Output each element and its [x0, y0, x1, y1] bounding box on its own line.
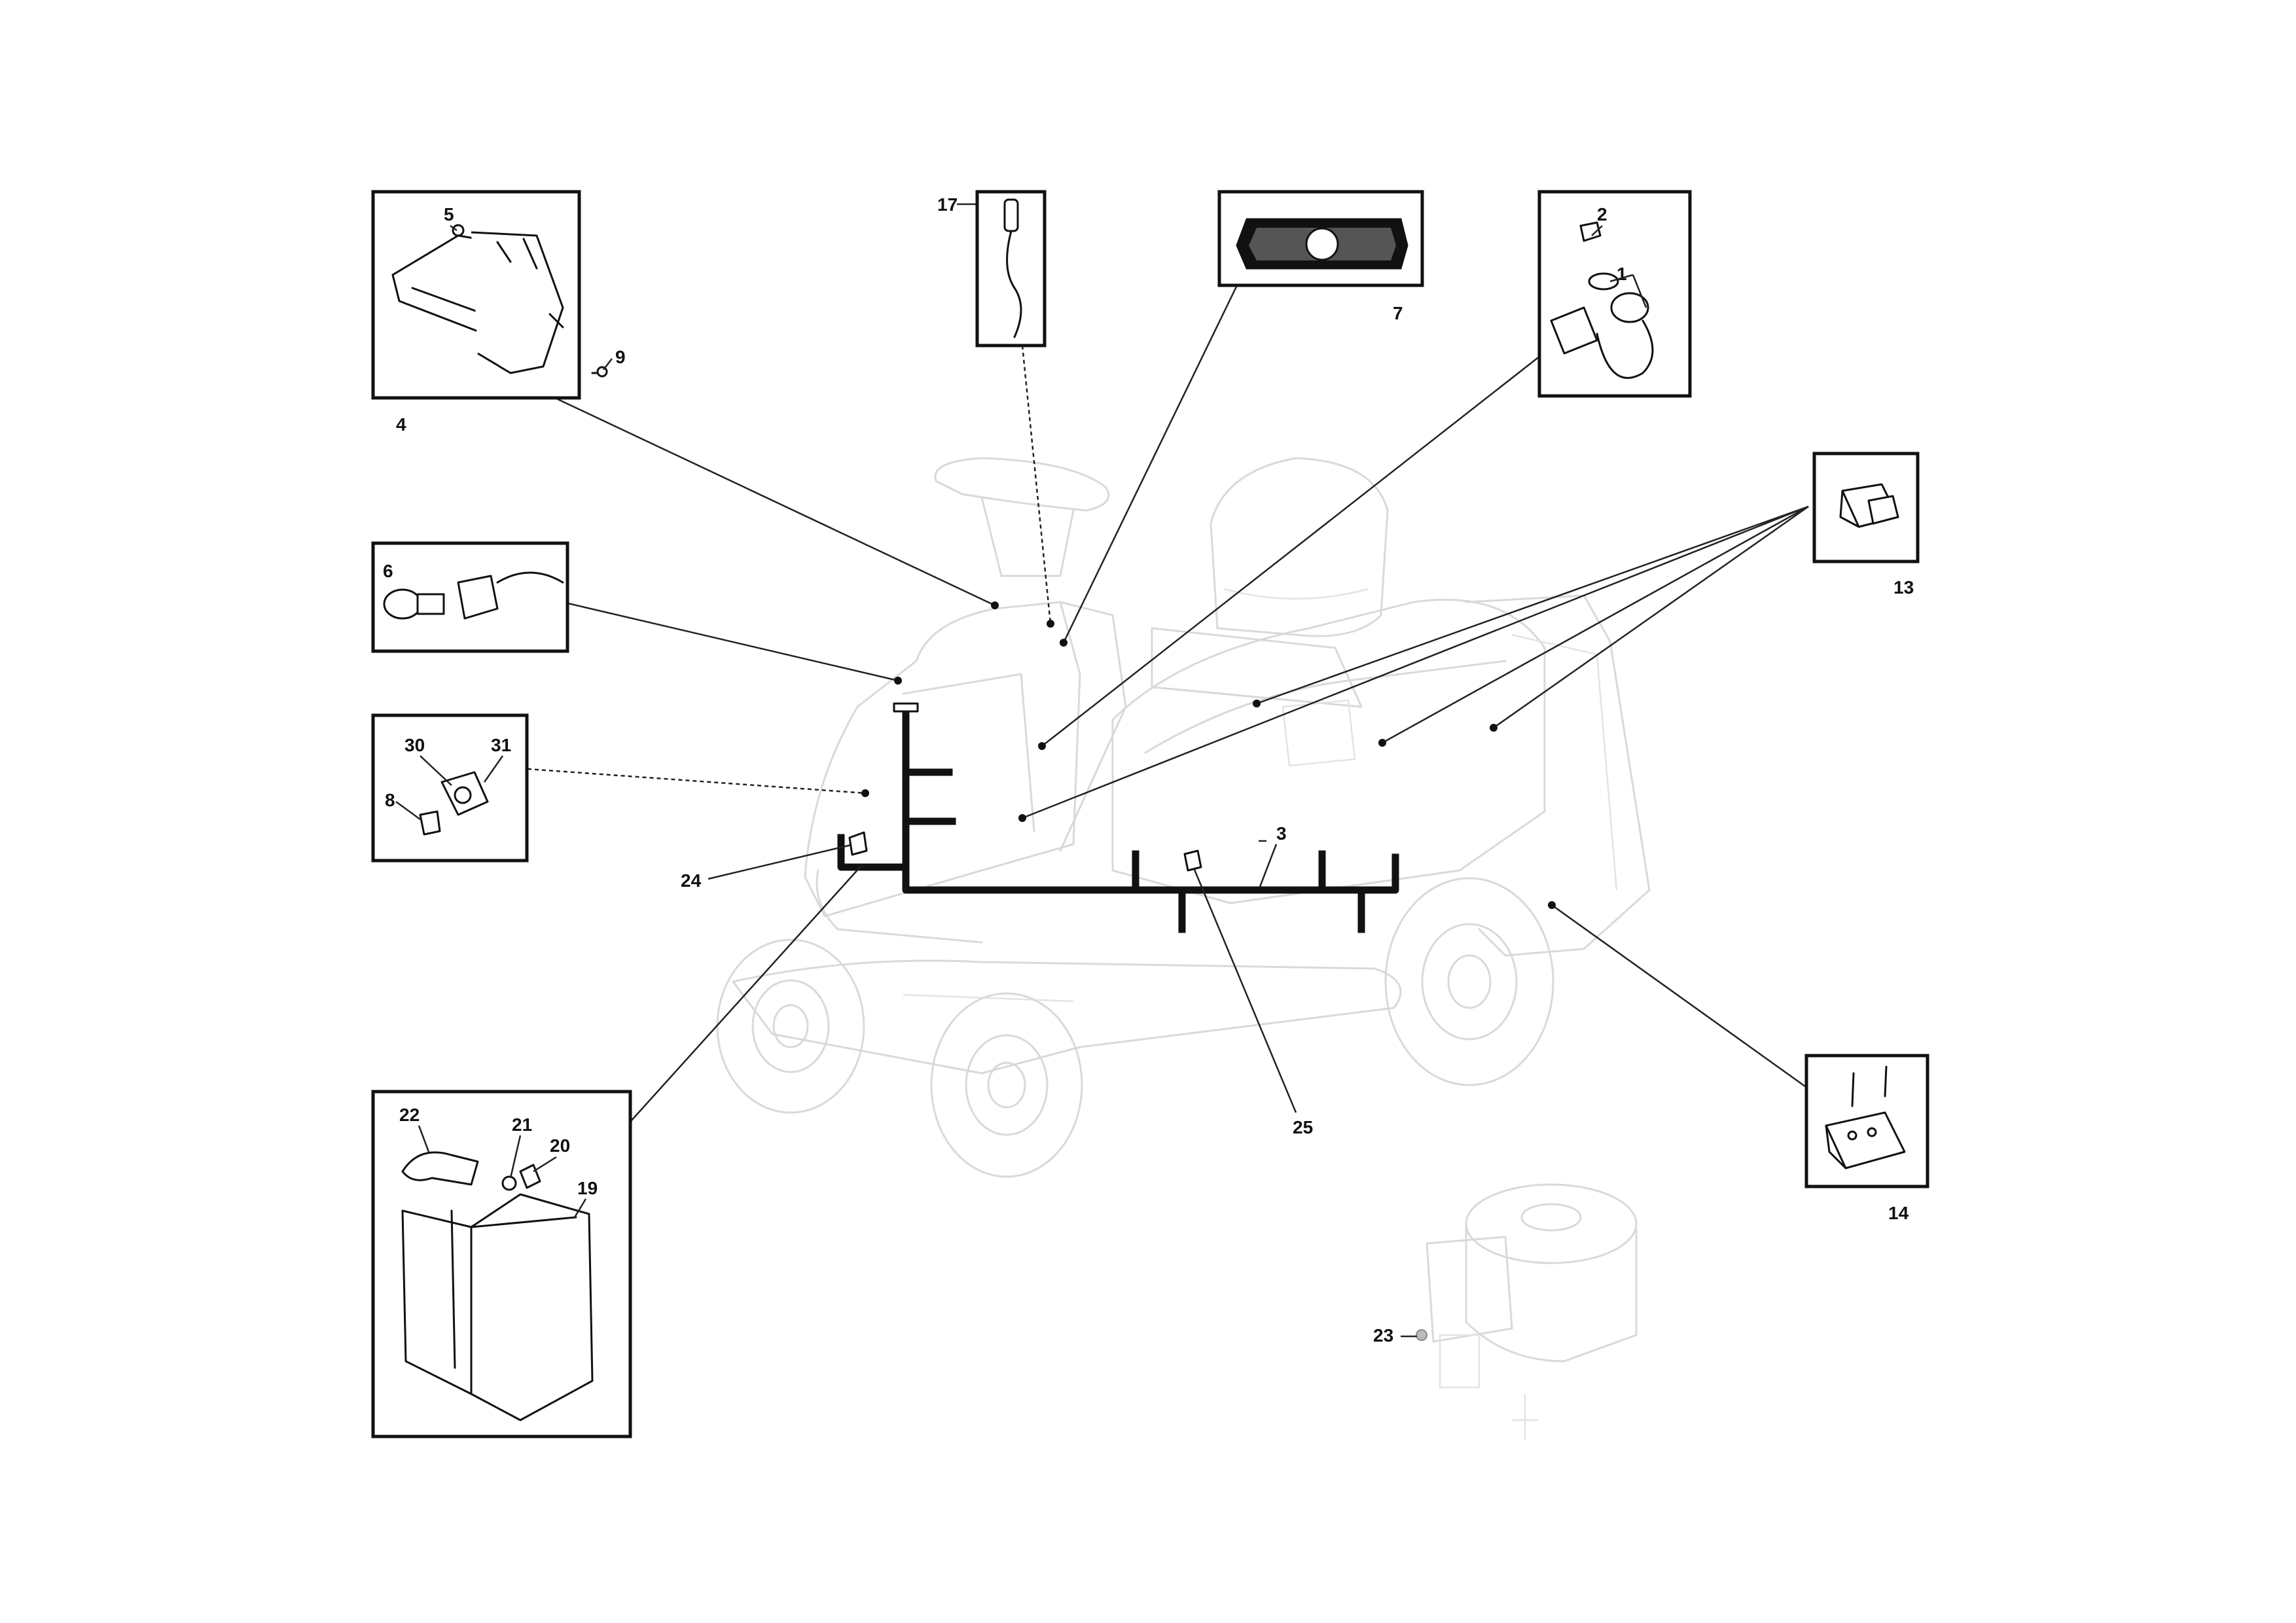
callout-22: 22	[399, 1105, 420, 1125]
callout-23: 23	[1373, 1325, 1393, 1346]
callout-labels: 1 2 3 4 5 6 7 8 9 13 14 17 19 20 21 22 2…	[383, 194, 1914, 1346]
callout-13: 13	[1893, 577, 1914, 597]
callout-20: 20	[550, 1135, 570, 1156]
box-relay-fuse	[371, 713, 529, 863]
callout-17: 17	[937, 194, 958, 215]
callout-7: 7	[1393, 303, 1403, 323]
callout-21: 21	[512, 1115, 532, 1135]
callout-24: 24	[681, 870, 702, 891]
callout-19: 19	[577, 1178, 598, 1198]
anchor-dots	[861, 601, 1556, 909]
box-ignition-switch	[1537, 190, 1692, 398]
box-sensor-17	[975, 190, 1047, 348]
box-badge-7	[1217, 190, 1424, 287]
harness-clips	[848, 831, 1427, 1341]
callout-8: 8	[385, 790, 395, 810]
callout-25: 25	[1293, 1117, 1313, 1137]
callout-3: 3	[1276, 823, 1287, 844]
callout-31: 31	[491, 735, 511, 755]
inner-leaders	[395, 224, 1647, 1338]
callout-14: 14	[1888, 1203, 1909, 1223]
callout-2: 2	[1597, 204, 1607, 224]
callout-1: 1	[1617, 264, 1627, 284]
callout-6: 6	[383, 561, 393, 581]
box-control-module	[371, 190, 608, 400]
box-bulb-6	[371, 541, 569, 653]
callout-4: 4	[396, 414, 406, 435]
callout-5: 5	[444, 204, 454, 224]
box-switch-13	[1812, 452, 1920, 563]
box-microswitch-14	[1804, 1054, 1929, 1188]
box-battery	[371, 1090, 632, 1438]
tractor-ghost-illustration	[716, 457, 1651, 1440]
callout-9: 9	[615, 347, 626, 367]
callout-30: 30	[404, 735, 425, 755]
wiring-harness-part-3	[837, 702, 1399, 933]
leader-lines	[527, 203, 1809, 1122]
